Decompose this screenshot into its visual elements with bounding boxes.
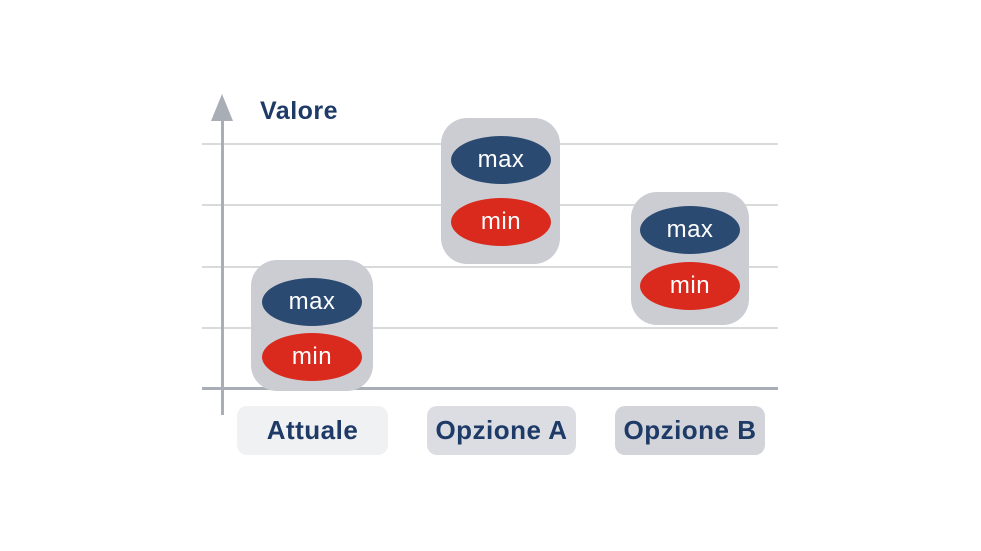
min-ellipse-attuale: min [262, 333, 362, 381]
range-block-opzione-a: max min [441, 118, 560, 264]
min-label: min [291, 343, 333, 370]
category-label-opzione-b: Opzione B [615, 406, 765, 455]
range-block-opzione-b: max min [631, 192, 749, 325]
max-label: max [288, 288, 336, 315]
max-ellipse-attuale: max [262, 278, 362, 326]
gridline [202, 327, 778, 329]
min-label: min [669, 272, 711, 299]
max-label: max [477, 146, 525, 173]
y-axis-line [221, 116, 224, 415]
min-ellipse-opzione-a: min [451, 198, 551, 246]
min-label: min [480, 208, 522, 235]
min-ellipse-opzione-b: min [640, 262, 740, 310]
arrow-up-icon [211, 94, 233, 121]
category-label-opzione-a: Opzione A [427, 406, 576, 455]
range-block-attuale: max min [251, 260, 373, 391]
max-ellipse-opzione-a: max [451, 136, 551, 184]
category-label-attuale: Attuale [237, 406, 388, 455]
max-label: max [666, 216, 714, 243]
gridline [202, 266, 778, 268]
max-ellipse-opzione-b: max [640, 206, 740, 254]
x-axis-line [202, 387, 778, 390]
y-axis-label: Valore [260, 97, 339, 125]
